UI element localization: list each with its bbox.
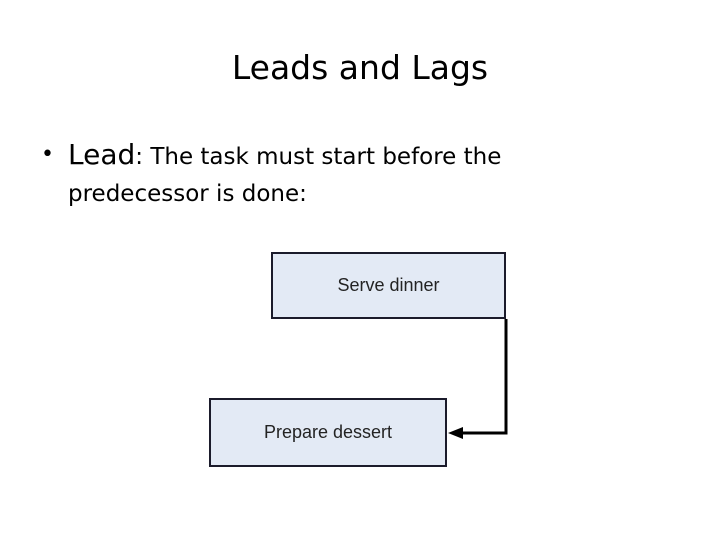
body-text-block: • Lead: The task must start before the p… [34, 136, 634, 213]
flow-node-label: Prepare dessert [263, 422, 393, 442]
lead-term: Lead [68, 138, 136, 171]
lead-definition: : The task must start before the predece… [68, 144, 502, 207]
flow-node-prepare-dessert[interactable]: Prepare dessert [209, 398, 447, 467]
page-title: Leads and Lags [231, 48, 489, 87]
bullet-marker-icon: • [41, 142, 54, 167]
flow-node-serve-dinner[interactable]: Serve dinner [271, 252, 506, 319]
arrowhead-left-icon [448, 427, 463, 439]
connector-line-serve-to-prepare [455, 319, 508, 435]
list-item: • Lead: The task must start before the p… [34, 136, 634, 213]
flow-node-label: Serve dinner [337, 275, 440, 295]
bullet-item-label: Lead: The task must start before the pre… [68, 136, 634, 213]
